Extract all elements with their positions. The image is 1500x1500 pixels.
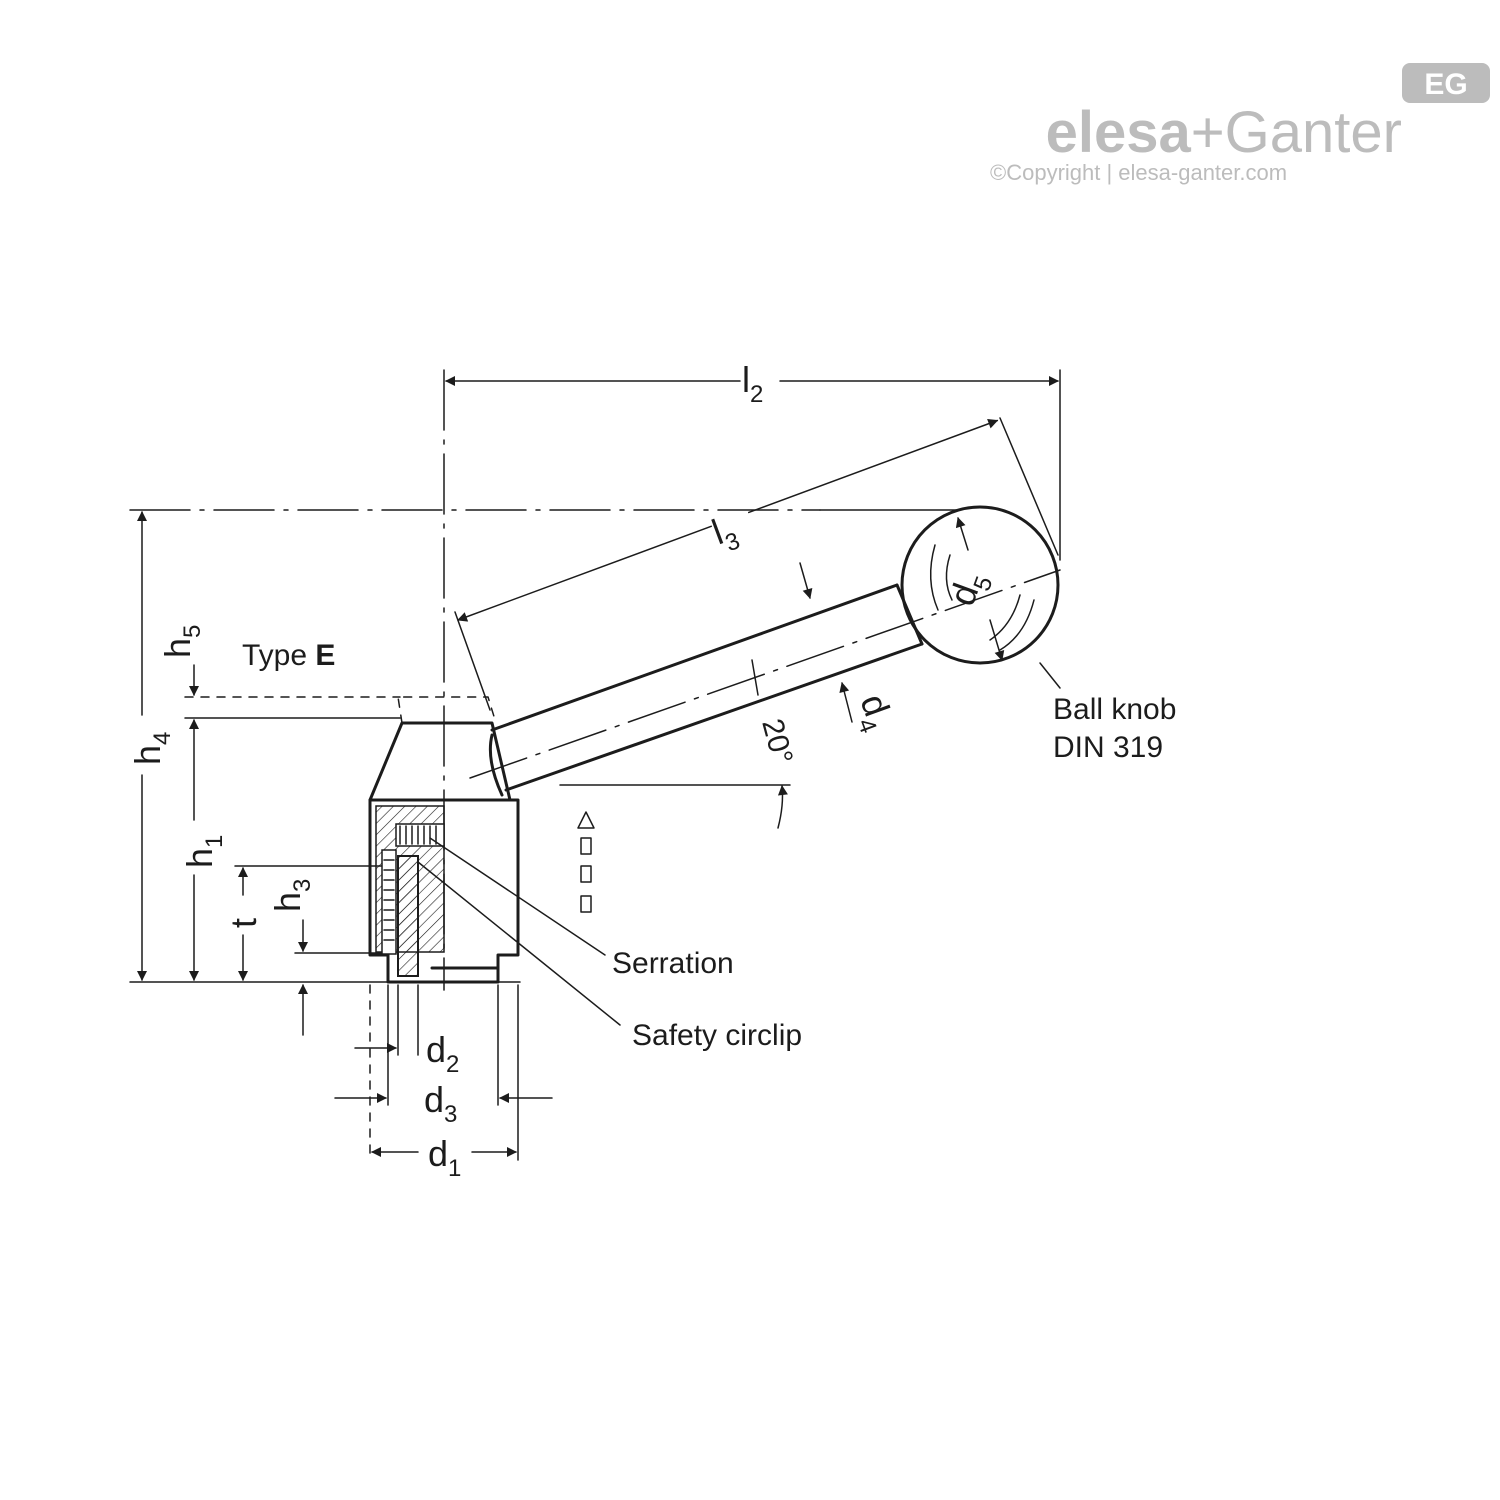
ball-shading-1 bbox=[929, 544, 939, 611]
lever-centerline bbox=[469, 569, 1061, 779]
d4-extension bbox=[751, 659, 759, 696]
d2-label: d2 bbox=[426, 1029, 459, 1078]
h5-label: h5 bbox=[157, 625, 206, 658]
logo-copyright: ©Copyright | elesa-ganter.com bbox=[990, 160, 1287, 185]
logo-badge bbox=[1402, 63, 1490, 103]
lever-arm bbox=[469, 569, 1061, 797]
lever-arm-lower-edge bbox=[504, 642, 924, 792]
ball-knob-label: Ball knob bbox=[1053, 693, 1176, 726]
hub-cone bbox=[368, 721, 512, 802]
hub-body bbox=[368, 696, 520, 984]
l3-dim-line-right bbox=[747, 418, 999, 514]
safety-circlip-leader bbox=[417, 861, 621, 1026]
lever-arm-upper-edge bbox=[490, 583, 899, 732]
lever-neck-curve bbox=[488, 733, 504, 797]
l3-extension-right bbox=[999, 417, 1059, 556]
hub-lower-body bbox=[368, 798, 520, 984]
callouts: Type E Ball knob DIN 319 Serration Safet… bbox=[242, 639, 1176, 1052]
l3-dim-line-left bbox=[457, 525, 712, 622]
logo-badge-text: EG bbox=[1424, 68, 1467, 101]
safety-circlip-label: Safety circlip bbox=[632, 1019, 802, 1052]
h3-label: h3 bbox=[267, 879, 316, 912]
open-direction-indicator bbox=[577, 811, 595, 913]
ball-knob-leader bbox=[1039, 662, 1061, 689]
angle-label: 20° bbox=[755, 715, 799, 767]
serration-leader bbox=[429, 837, 606, 956]
d1-label: d1 bbox=[428, 1133, 461, 1182]
l3-label: l3 bbox=[707, 507, 744, 560]
direction-dash-2 bbox=[580, 865, 592, 883]
d4-dim-arrow-bottom bbox=[839, 682, 853, 723]
threaded-insert bbox=[397, 855, 419, 977]
d3-label: d3 bbox=[424, 1079, 457, 1128]
ball-knob-joint-mask bbox=[895, 583, 924, 646]
ball-shading-2 bbox=[945, 554, 953, 601]
direction-dash-1 bbox=[580, 837, 592, 855]
direction-dash-3 bbox=[580, 895, 592, 913]
h4-label: h4 bbox=[127, 732, 176, 765]
h1-label: h1 bbox=[179, 835, 228, 868]
d5-dim-arrow-bottom bbox=[989, 619, 1005, 661]
angle-arc bbox=[777, 785, 788, 829]
t-label: t bbox=[223, 918, 264, 928]
ball-shading-4 bbox=[999, 599, 1035, 651]
brand-logo: EG elesa+Ganter ©Copyright | elesa-gante… bbox=[990, 63, 1490, 185]
ball-shading-3 bbox=[989, 594, 1021, 641]
ball-knob-standard-label: DIN 319 bbox=[1053, 731, 1163, 764]
l2-label: l2 bbox=[742, 359, 763, 408]
ball-knob bbox=[895, 505, 1060, 665]
serration-label: Serration bbox=[612, 947, 734, 980]
d5-label: d5 bbox=[941, 565, 998, 613]
direction-arrowhead bbox=[577, 811, 595, 829]
l3-extension-left bbox=[454, 611, 491, 711]
logo-wordmark: elesa+Ganter bbox=[1046, 100, 1402, 165]
d4-dim-arrow-top bbox=[799, 562, 813, 599]
type-label: Type E bbox=[242, 639, 335, 672]
d4-label: d4 bbox=[845, 689, 902, 737]
hub-cone-hidden-outline bbox=[397, 696, 497, 724]
ball-knob-outline bbox=[900, 505, 1060, 665]
hub-bore-wall bbox=[381, 849, 397, 955]
serration-band bbox=[395, 823, 445, 847]
d5-dim-arrow-top bbox=[955, 517, 969, 551]
serration-teeth bbox=[399, 825, 437, 845]
dimension-lines bbox=[137, 376, 1061, 1161]
bore-thread-lines bbox=[383, 859, 395, 941]
